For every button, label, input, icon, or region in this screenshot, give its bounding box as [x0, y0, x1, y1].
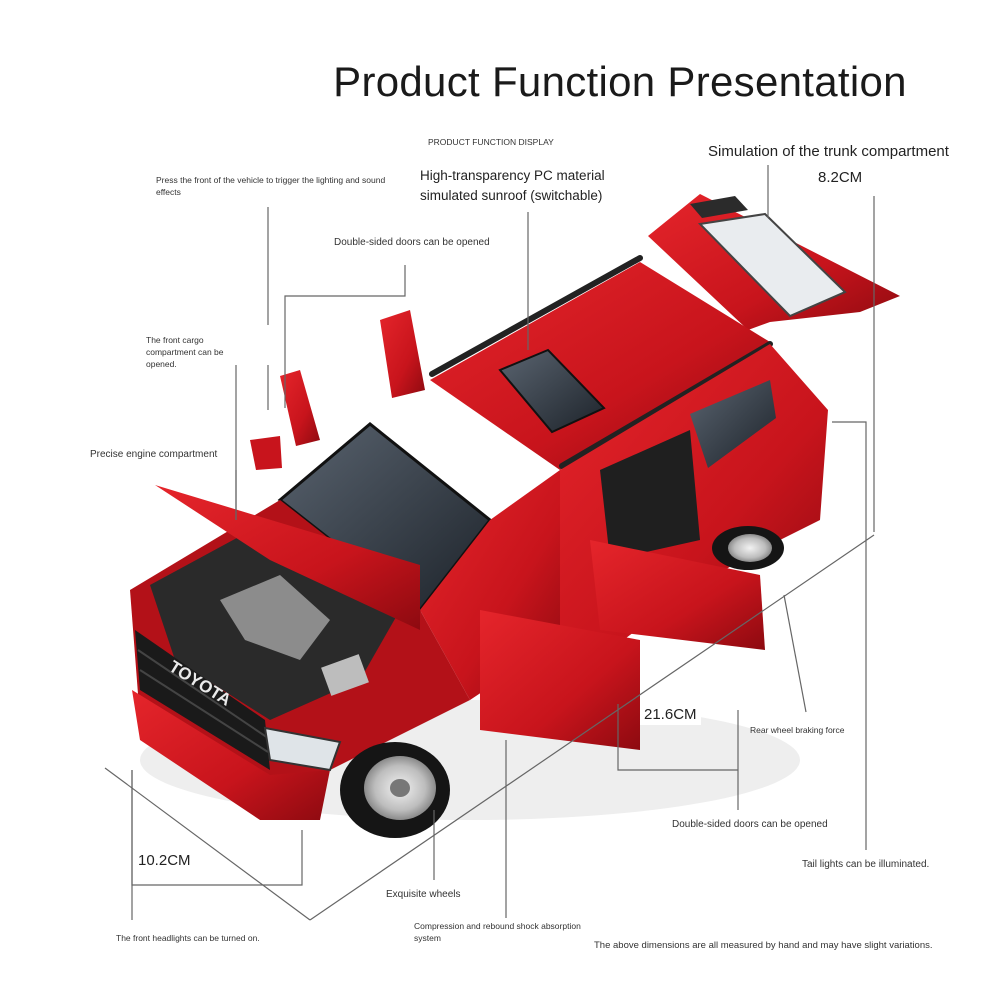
dimension-width: 10.2CM	[134, 850, 195, 871]
label-doors-bottom: Double-sided doors can be opened	[672, 819, 828, 830]
label-wheels: Exquisite wheels	[386, 889, 461, 900]
label-shock: Compression and rebound shock absorption…	[414, 921, 581, 943]
dimension-length: 21.6CM	[640, 704, 701, 725]
label-headlights: The front headlights can be turned on.	[116, 933, 260, 943]
front-wheel	[340, 742, 450, 838]
label-sunroof-line1: High-transparency PC material	[420, 168, 605, 183]
dimension-height: 8.2CM	[818, 169, 863, 186]
disclaimer: The above dimensions are all measured by…	[594, 940, 933, 951]
rear-wheel	[712, 526, 784, 570]
label-front-cargo: The front cargo compartment can be opene…	[146, 335, 224, 369]
label-sunroof-line2: simulated sunroof (switchable)	[420, 188, 603, 203]
label-doors-top: Double-sided doors can be opened	[334, 237, 490, 248]
leader-lines	[104, 165, 875, 921]
label-engine: Precise engine compartment	[90, 449, 218, 460]
trunk-lid	[648, 194, 900, 330]
page-title: Product Function Presentation	[333, 58, 907, 105]
label-tail-lights: Tail lights can be illuminated.	[802, 859, 930, 870]
label-rear-brake: Rear wheel braking force	[750, 725, 845, 735]
page-subtitle: PRODUCT FUNCTION DISPLAY	[428, 137, 554, 147]
label-trunk: Simulation of the trunk compartment	[708, 143, 949, 160]
front-doors-open	[280, 310, 425, 446]
side-doors-open	[480, 540, 765, 750]
hood-open	[155, 436, 420, 630]
label-lighting-sound: Press the front of the vehicle to trigge…	[156, 175, 386, 197]
